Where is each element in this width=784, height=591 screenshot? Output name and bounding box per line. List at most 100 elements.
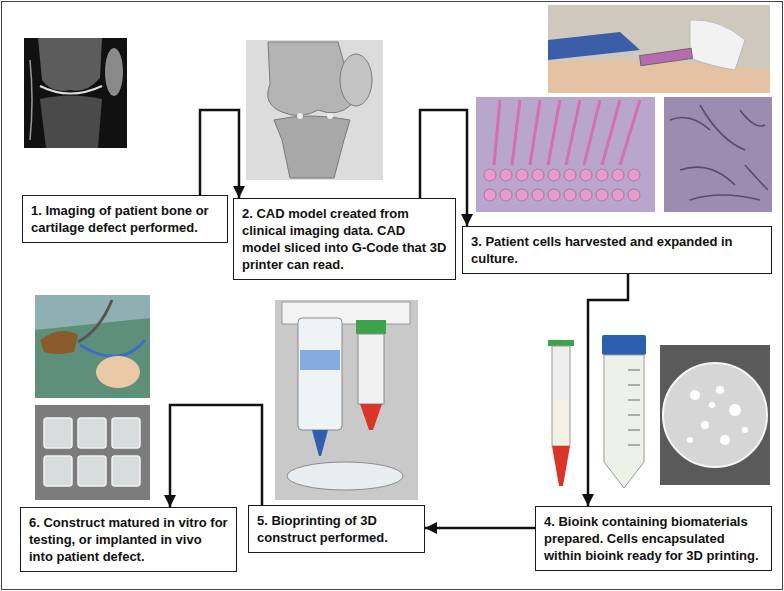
well bbox=[548, 189, 560, 201]
well bbox=[628, 189, 640, 201]
well bbox=[484, 169, 496, 181]
well bbox=[580, 189, 592, 201]
syringe-label bbox=[300, 350, 340, 370]
petri-dish bbox=[663, 363, 767, 467]
cell bbox=[690, 195, 760, 200]
cells bbox=[670, 105, 768, 200]
well-plate-photo bbox=[476, 97, 655, 212]
well bbox=[612, 169, 624, 181]
graduation bbox=[628, 445, 640, 446]
well bbox=[580, 169, 592, 181]
well bbox=[564, 189, 576, 201]
flow-arrow bbox=[170, 405, 262, 507]
particle bbox=[716, 386, 724, 394]
syringe-small bbox=[358, 334, 384, 404]
well bbox=[500, 169, 512, 181]
femur-shape bbox=[38, 38, 102, 91]
step-caption: 1. Imaging of patient bone or cartilage … bbox=[31, 202, 219, 236]
petri-photo bbox=[660, 345, 770, 485]
mri-image bbox=[24, 38, 127, 148]
particle bbox=[709, 402, 715, 408]
photo-background bbox=[275, 300, 418, 500]
bioprinter-photo bbox=[275, 300, 418, 500]
tube-body bbox=[604, 355, 644, 488]
petri-background bbox=[660, 345, 770, 485]
red-tip bbox=[360, 404, 382, 430]
process-box: 2. CAD model created from clinical imagi… bbox=[233, 198, 456, 280]
step-caption: 4. Bioink containing biomaterials prepar… bbox=[544, 513, 763, 564]
cell bbox=[740, 110, 765, 126]
printer-pen bbox=[78, 300, 112, 342]
graduation bbox=[628, 430, 640, 431]
photo-background bbox=[35, 295, 150, 398]
cell bbox=[680, 167, 735, 185]
well bbox=[596, 189, 608, 201]
gloved-hand bbox=[40, 331, 78, 354]
well bbox=[500, 189, 512, 201]
process-box: 5. Bioprinting of 3D construct performed… bbox=[248, 505, 425, 553]
well bbox=[612, 189, 624, 201]
pipette-tip bbox=[494, 100, 500, 165]
tibia-model bbox=[274, 116, 350, 178]
blue-drape bbox=[548, 32, 640, 60]
well bbox=[532, 189, 544, 201]
cell bbox=[670, 118, 710, 130]
pipette-tip bbox=[620, 100, 640, 165]
construct-well bbox=[78, 456, 106, 486]
micrograph-background bbox=[664, 97, 772, 212]
tube-cap bbox=[602, 335, 646, 355]
tube-photo bbox=[602, 335, 646, 488]
pipette-tip bbox=[566, 100, 580, 165]
syringe-photo bbox=[548, 340, 574, 486]
nozzle bbox=[312, 430, 328, 456]
well bbox=[516, 189, 528, 201]
pipette-tip bbox=[530, 100, 540, 165]
surgery-photo bbox=[35, 295, 150, 398]
step-caption: 3. Patient cells harvested and expanded … bbox=[471, 233, 763, 267]
step-caption: 2. CAD model created from clinical imagi… bbox=[242, 205, 447, 273]
process-box: 4. Bioink containing biomaterials prepar… bbox=[535, 506, 772, 571]
patella-shape bbox=[105, 48, 123, 96]
flow-arrow bbox=[425, 527, 535, 530]
gloved-hand bbox=[690, 20, 745, 70]
construct-well bbox=[112, 418, 140, 448]
particle bbox=[742, 427, 748, 433]
step-caption: 5. Bioprinting of 3D construct performed… bbox=[257, 512, 416, 546]
syringe-tip bbox=[552, 446, 570, 486]
syringe-plunger bbox=[548, 340, 574, 346]
construct-well bbox=[112, 456, 140, 486]
photo-background bbox=[476, 97, 655, 212]
green-cap bbox=[356, 320, 386, 334]
particle bbox=[720, 435, 730, 445]
graduation bbox=[628, 370, 640, 371]
pipette-tip bbox=[548, 100, 560, 165]
harvest-photo bbox=[548, 5, 770, 93]
process-box: 3. Patient cells harvested and expanded … bbox=[462, 226, 772, 274]
well bbox=[548, 169, 560, 181]
mri-background bbox=[24, 38, 127, 148]
particle bbox=[701, 421, 709, 429]
particle bbox=[690, 390, 700, 400]
meniscus-dot bbox=[327, 113, 333, 119]
particle bbox=[729, 404, 741, 416]
biomaterial-particles bbox=[687, 386, 748, 445]
well bbox=[564, 169, 576, 181]
syringe bbox=[640, 48, 693, 65]
construct-well bbox=[44, 456, 72, 486]
cad-background bbox=[246, 40, 383, 180]
petri-dish bbox=[287, 462, 403, 490]
graduation bbox=[628, 400, 640, 401]
flow-arrow bbox=[200, 110, 239, 198]
construct-well bbox=[78, 418, 106, 448]
syringe-large bbox=[298, 318, 342, 430]
bioink-fill bbox=[553, 400, 569, 445]
tibia-shape bbox=[40, 96, 102, 149]
pipette-tip bbox=[512, 100, 520, 165]
flow-arrow bbox=[588, 274, 628, 506]
construct-photo bbox=[35, 405, 150, 500]
process-box: 6. Construct matured in vitro for testin… bbox=[20, 507, 237, 572]
